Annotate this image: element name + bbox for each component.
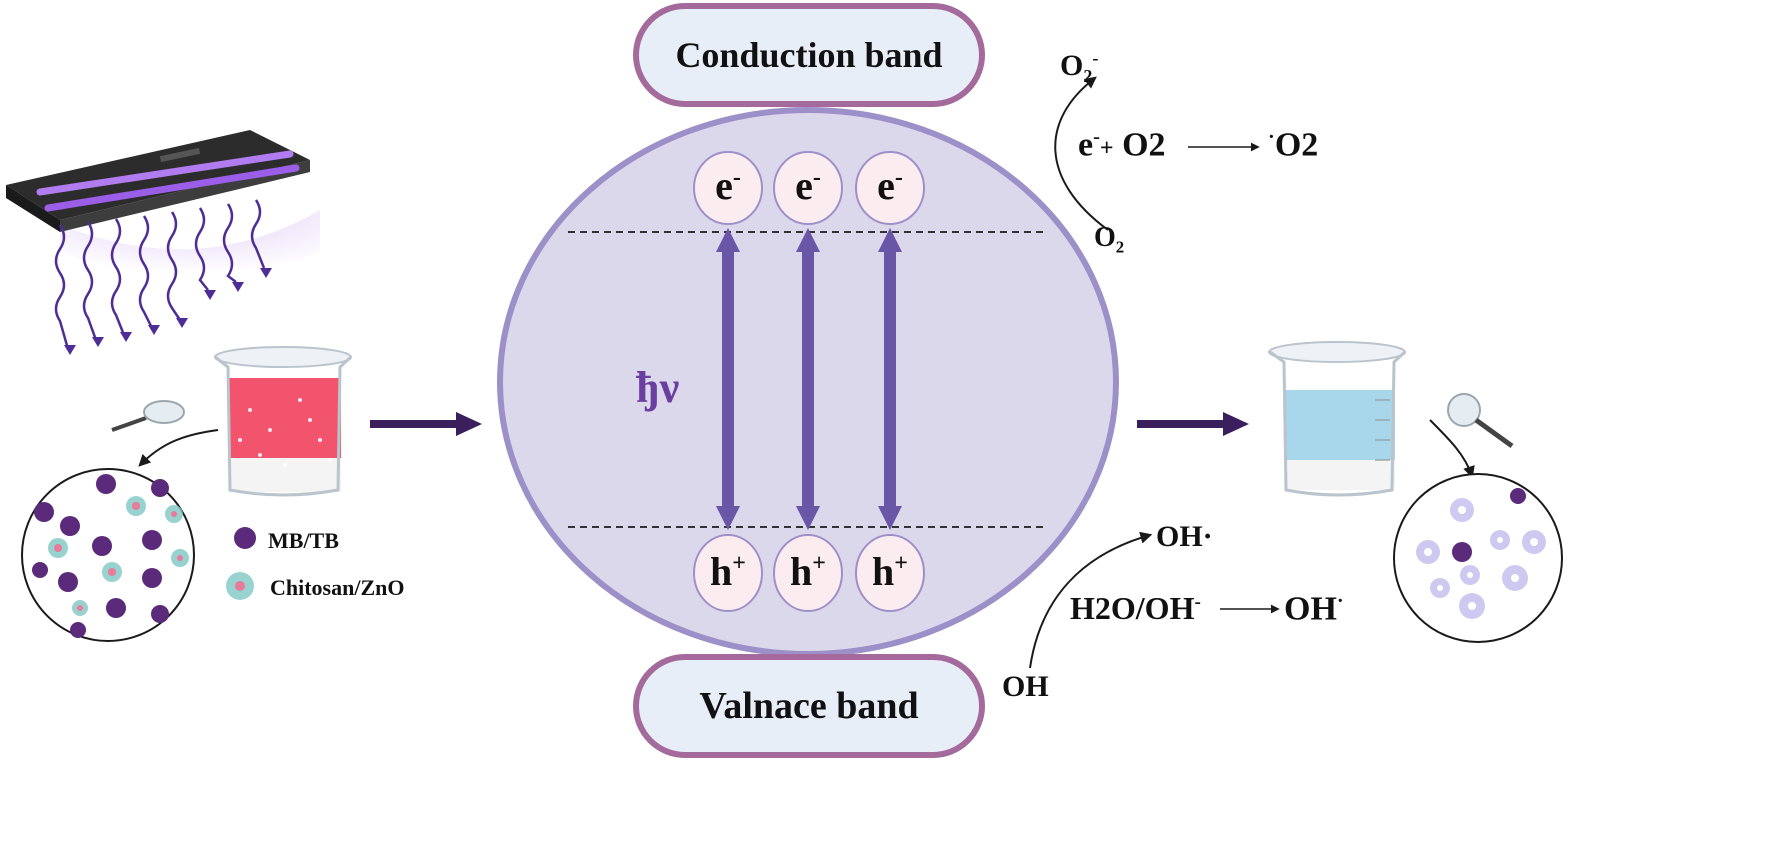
oxygen-curve-arrow bbox=[1054, 76, 1109, 231]
legend-dye-label: MB/TB bbox=[268, 528, 339, 553]
legend-catalyst-symbol bbox=[226, 572, 254, 600]
electron-label: e- bbox=[715, 163, 741, 208]
electron-label: e- bbox=[795, 163, 821, 208]
oxygen-reactant-label: O2 bbox=[1094, 222, 1125, 257]
hole-oval bbox=[855, 534, 925, 612]
superoxide-equation-product: ·O2 bbox=[1268, 126, 1319, 164]
hole-label: h+ bbox=[710, 549, 746, 594]
zoom-arrow-right bbox=[1429, 419, 1475, 479]
after-zoom-circle bbox=[1393, 473, 1563, 643]
uv-lamp-illustration bbox=[6, 130, 320, 290]
hole-oval bbox=[773, 534, 843, 612]
photon-energy-label: ђν bbox=[636, 363, 680, 412]
flow-arrow-in bbox=[370, 412, 482, 436]
magnifier-icon bbox=[111, 400, 185, 432]
zoom-arrow-left bbox=[138, 429, 219, 467]
valence-band-label: Valnace band bbox=[699, 685, 919, 727]
electron-oval bbox=[773, 151, 843, 225]
excitation-arrow bbox=[716, 228, 740, 530]
legend-dye-symbol bbox=[234, 527, 256, 549]
hydroxide-reactant-label: OH bbox=[1002, 670, 1049, 703]
conduction-band-label: Conduction band bbox=[675, 35, 943, 75]
blue-beaker-illustration bbox=[1268, 341, 1407, 497]
oh-curve-arrow bbox=[1029, 531, 1153, 669]
superoxide-equation: e-+ O2 bbox=[1078, 126, 1166, 164]
hydroxyl-radical-label: OH· bbox=[1156, 520, 1213, 553]
hydroxyl-equation-left: H2O/OH- bbox=[1070, 590, 1201, 626]
magnifier-icon bbox=[1447, 393, 1514, 449]
red-beaker-illustration bbox=[214, 346, 353, 497]
electron-label: e- bbox=[877, 163, 903, 208]
flow-arrow-out bbox=[1137, 412, 1249, 436]
electron-oval bbox=[693, 151, 763, 225]
conduction-band-pill bbox=[633, 3, 985, 107]
uv-rays bbox=[54, 199, 266, 350]
valence-band-pill bbox=[633, 654, 985, 758]
excitation-arrow bbox=[796, 228, 820, 530]
hole-oval bbox=[693, 534, 763, 612]
hydroxyl-equation-right: OH· bbox=[1284, 590, 1344, 628]
hole-label: h+ bbox=[790, 549, 826, 594]
excitation-arrow bbox=[878, 228, 902, 530]
superoxide-product-label: O2- bbox=[1060, 48, 1099, 86]
electron-oval bbox=[855, 151, 925, 225]
hole-label: h+ bbox=[872, 549, 908, 594]
uv-ray-heads bbox=[64, 268, 272, 355]
legend-catalyst-label: Chitosan/ZnO bbox=[270, 575, 405, 600]
before-zoom-circle bbox=[21, 468, 195, 642]
